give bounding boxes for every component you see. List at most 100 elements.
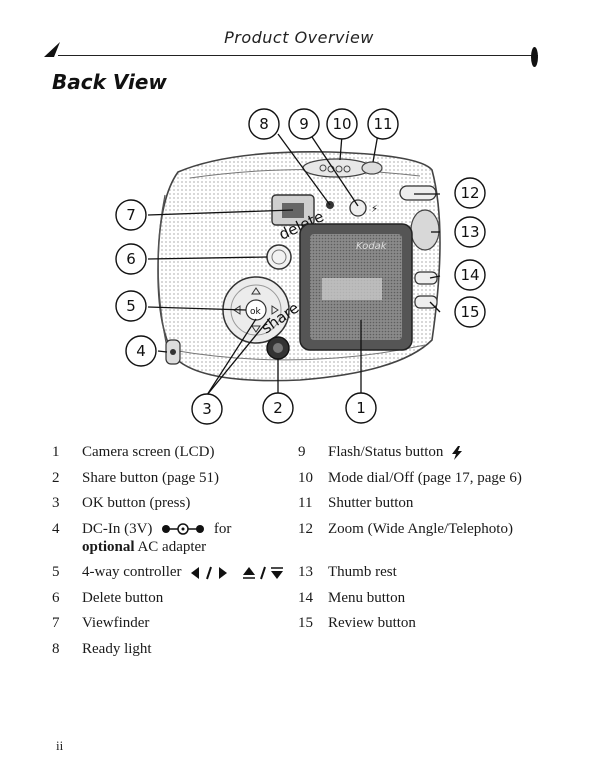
svg-text:9: 9 <box>299 115 309 133</box>
legend-text: Flash/Status button <box>328 444 444 460</box>
legend-number: 6 <box>52 589 60 606</box>
mode-dial <box>302 158 372 178</box>
legend-number: 11 <box>298 495 313 511</box>
legend-text: Mode dial/Off (page 17, page 6) <box>328 469 522 486</box>
left-right-arrows-icon <box>191 566 228 579</box>
legend-text: Thumb rest <box>328 564 397 580</box>
legend-item: 9 Flash/Status button <box>298 440 558 466</box>
thumb-rest <box>410 209 440 251</box>
svg-text:4: 4 <box>136 342 146 360</box>
legend-item: 12 Zoom (Wide Angle/Telephoto) <box>298 517 558 543</box>
legend-number: 4 <box>52 520 60 537</box>
legend-number: 15 <box>298 615 313 631</box>
up-down-arrows-icon <box>243 566 284 579</box>
flash-icon <box>452 445 463 460</box>
legend-item: 14 Menu button <box>298 586 558 612</box>
callout-1: 1 <box>345 392 377 424</box>
svg-text:10: 10 <box>332 115 351 133</box>
legend-number: 10 <box>298 469 313 486</box>
delete-button <box>266 244 292 270</box>
legend-number: 8 <box>52 640 60 657</box>
legend-item: 4 DC-In (3V) for optional AC adapter <box>52 517 300 557</box>
header-tab-marker <box>531 47 538 67</box>
svg-text:5: 5 <box>126 297 136 315</box>
callout-7: 7 <box>115 199 147 231</box>
callout-leader-lines <box>147 133 441 396</box>
lcd-brand-label: Kodak <box>356 241 388 252</box>
legend-number: 12 <box>298 520 313 537</box>
legend-text: Menu button <box>328 589 406 606</box>
callout-2: 2 <box>262 392 294 424</box>
menu-button <box>414 271 438 285</box>
flash-status-button: ⚡ <box>349 199 378 217</box>
legend-item: 13 Thumb rest <box>298 560 558 586</box>
legend-text: 4-way controller <box>82 564 182 580</box>
svg-text:3: 3 <box>202 400 212 418</box>
camera-back-view-diagram: ⚡ delete Kodak ok share <box>115 108 486 425</box>
legend-text-line2: optional AC adapter <box>82 538 300 556</box>
callout-6: 6 <box>115 243 147 275</box>
legend-number: 3 <box>52 495 60 511</box>
svg-text:13: 13 <box>460 223 479 241</box>
legend-text: Zoom (Wide Angle/Telephoto) <box>328 520 513 537</box>
svg-text:1: 1 <box>356 399 366 417</box>
legend-text: Viewfinder <box>82 615 150 631</box>
legend-text: Delete button <box>82 589 164 606</box>
lcd-screen: Kodak <box>299 223 413 351</box>
share-button <box>266 336 290 360</box>
ok-button-label: ok <box>250 307 262 317</box>
dc-polarity-icon <box>162 523 205 535</box>
legend-left-column: 1 Camera screen (LCD) 2 Share button (pa… <box>52 440 300 662</box>
legend-item: 11 Shutter button <box>298 491 558 517</box>
legend-number: 14 <box>298 589 313 606</box>
legend-item: 2 Share button (page 51) <box>52 466 300 492</box>
svg-text:11: 11 <box>373 115 392 133</box>
callout-4: 4 <box>125 335 157 367</box>
legend-text: Camera screen (LCD) <box>82 444 215 460</box>
legend-right-column: 9 Flash/Status button 10 Mode dial/Off (… <box>298 440 558 637</box>
callout-10: 10 <box>326 108 358 140</box>
header-pen-mark-icon <box>44 42 60 57</box>
legend-number: 9 <box>298 444 306 460</box>
legend-item: 8 Ready light <box>52 637 300 663</box>
callout-8: 8 <box>248 108 280 140</box>
legend-text: Ready light <box>82 640 152 657</box>
legend-item: 5 4-way controller <box>52 560 300 586</box>
svg-text:2: 2 <box>273 399 283 417</box>
section-title: Back View <box>52 70 167 94</box>
callout-13: 13 <box>454 216 486 248</box>
legend-item: 15 Review button <box>298 611 558 637</box>
legend-item: 10 Mode dial/Off (page 17, page 6) <box>298 466 558 492</box>
legend-text-suffix: for <box>213 520 232 537</box>
svg-text:7: 7 <box>126 206 136 224</box>
legend-text: Review button <box>328 615 416 631</box>
legend-item: 1 Camera screen (LCD) <box>52 440 300 466</box>
page-number: ii <box>56 738 64 753</box>
legend-text: Share button (page 51) <box>82 469 220 486</box>
dc-in-port <box>165 339 181 365</box>
callout-12: 12 <box>454 177 486 209</box>
callout-15: 15 <box>454 296 486 328</box>
legend-number: 13 <box>298 564 313 580</box>
callout-11: 11 <box>367 108 399 140</box>
svg-text:⚡: ⚡ <box>371 204 378 215</box>
zoom-button <box>399 185 437 201</box>
svg-text:14: 14 <box>460 266 479 284</box>
header-rule <box>58 55 538 56</box>
legend-item: 3 OK button (press) <box>52 491 300 517</box>
callout-3: 3 <box>191 393 223 425</box>
legend-text-line2-rest: AC adapter <box>137 539 207 555</box>
callout-14: 14 <box>454 259 486 291</box>
legend-number: 7 <box>52 615 60 631</box>
svg-text:6: 6 <box>126 250 136 268</box>
callout-9: 9 <box>288 108 320 140</box>
header-title: Product Overview <box>224 28 374 47</box>
legend-number: 1 <box>52 444 60 460</box>
legend-number: 2 <box>52 469 60 486</box>
legend-text: Shutter button <box>328 495 414 511</box>
legend-item: 6 Delete button <box>52 586 300 612</box>
legend-text: DC-In (3V) <box>82 520 153 537</box>
legend-text: OK button (press) <box>82 495 191 511</box>
legend-number: 5 <box>52 564 60 580</box>
shutter-button <box>361 161 383 175</box>
